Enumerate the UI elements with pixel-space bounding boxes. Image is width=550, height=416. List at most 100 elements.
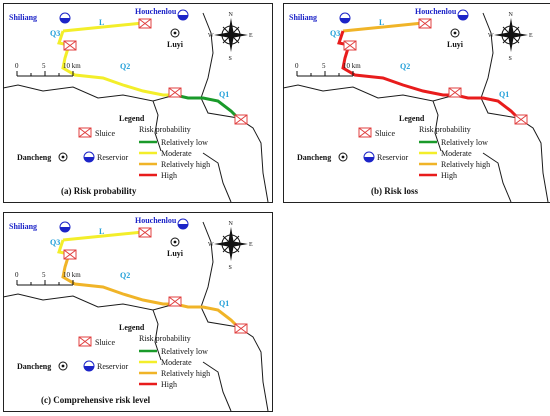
segment-label-l: L [99,18,104,27]
city-marker-icon [338,152,348,162]
place-label-dancheng: Dancheng [17,153,51,162]
sluice-icon [234,114,248,125]
reservior-icon [177,218,189,230]
legend-risk-heading: Risk probability [139,125,191,134]
scale-label-10km: 10 km [63,62,81,70]
boundary-line-south [202,361,232,412]
compass-label-e: E [249,242,253,248]
place-label-shiliang: Shiliang [289,13,317,22]
map-panel-risk-loss: Shiliang Houchenlou Luyi Dancheng L Q3 Q… [283,3,550,203]
legend-risk-heading: Risk probability [139,334,191,343]
segment-label-q2: Q2 [120,271,130,280]
legend-label-moderate: Moderate [161,358,192,367]
city-marker-icon [58,152,68,162]
legend-label-relatively-low: Relatively low [441,138,488,147]
panel-caption: (b) Risk loss [371,186,419,196]
sluice-icon [448,87,462,98]
sluice-icon [168,87,182,98]
segment-label-q1: Q1 [219,299,229,308]
sluice-icon [514,114,528,125]
sluice-icon [168,296,182,307]
river-segment-q2 [61,44,175,97]
legend-label-high: High [161,380,177,389]
place-label-luyi: Luyi [167,249,184,258]
legend-label-relatively-low: Relatively low [161,138,208,147]
compass-label-n: N [229,12,234,18]
map-panel-risk-probability: Shiliang Houchenlou Luyi Dancheng L Q3 Q… [3,3,273,203]
segment-label-q2: Q2 [120,62,130,71]
legend-title: Legend [119,114,145,123]
scale-bar [16,280,74,286]
scale-bar [16,71,74,77]
legend-reservior-label: Reservior [97,362,128,371]
legend-sluice-icon [78,127,92,138]
segment-label-q3: Q3 [50,238,60,247]
reservior-icon [59,12,71,24]
scale-label-5: 5 [42,62,46,70]
reservior-icon [59,221,71,233]
river-segment-l [62,230,144,242]
segment-label-l: L [379,18,384,27]
compass-label-e: E [249,33,253,39]
boundary-line-south [202,152,232,203]
place-label-dancheng: Dancheng [17,362,51,371]
boundary-line-middle [152,309,162,361]
compass-label-s: S [229,56,232,62]
compass-label-w: W [208,242,214,248]
compass-label-s: S [229,265,232,271]
compass-label-s: S [509,56,512,62]
segment-label-q2: Q2 [400,62,410,71]
scale-bar [296,71,354,77]
sluice-icon [63,249,77,260]
legend-risk-heading: Risk probability [419,125,471,134]
boundary-line-east [200,221,269,412]
sluice-icon [138,227,152,238]
legend-reservior-icon [363,151,375,163]
panel-caption: (a) Risk probability [61,186,137,196]
scale-label-0: 0 [15,271,19,279]
legend-sluice-icon [78,336,92,347]
legend-label-high: High [441,171,457,180]
city-marker-icon [170,237,180,247]
city-marker-icon [58,361,68,371]
boundary-line-west [3,293,176,311]
legend-reservior-icon [83,360,95,372]
compass-label-w: W [208,33,214,39]
compass-label-e: E [529,33,533,39]
legend-label-relatively-high: Relatively high [161,160,210,169]
legend-sluice-label: Sluice [95,338,115,347]
boundary-line-west [3,84,176,102]
place-label-houchenlou: Houchenlou [135,216,177,225]
scale-label-5: 5 [42,271,46,279]
legend-label-relatively-high: Relatively high [441,160,490,169]
legend-title: Legend [399,114,425,123]
segment-label-q3: Q3 [330,29,340,38]
sluice-icon [418,18,432,29]
boundary-line-middle [432,100,442,152]
boundary-line-east [480,12,549,203]
legend-sluice-icon [358,127,372,138]
legend-label-moderate: Moderate [161,149,192,158]
river-segment-q1 [174,302,243,332]
legend-label-relatively-low: Relatively low [161,347,208,356]
place-label-houchenlou: Houchenlou [415,7,457,16]
reservior-icon [339,12,351,24]
place-label-luyi: Luyi [167,40,184,49]
map-panel-comprehensive-risk: Shiliang Houchenlou Luyi Dancheng L Q3 Q… [3,212,273,412]
segment-label-q1: Q1 [219,90,229,99]
compass-label-n: N [229,221,234,227]
place-label-shiliang: Shiliang [9,13,37,22]
reservior-icon [457,9,469,21]
map-canvas: Shiliang Houchenlou Luyi Dancheng L Q3 Q… [283,3,550,203]
place-label-luyi: Luyi [447,40,464,49]
panel-caption: (c) Comprehensive risk level [41,395,151,405]
compass-rose-icon [214,18,248,52]
legend-label-moderate: Moderate [441,149,472,158]
compass-label-w: W [488,33,494,39]
boundary-line-east [200,12,269,203]
place-label-houchenlou: Houchenlou [135,7,177,16]
legend-label-high: High [161,171,177,180]
legend-sluice-label: Sluice [375,129,395,138]
reservior-icon [177,9,189,21]
compass-label-n: N [509,12,514,18]
